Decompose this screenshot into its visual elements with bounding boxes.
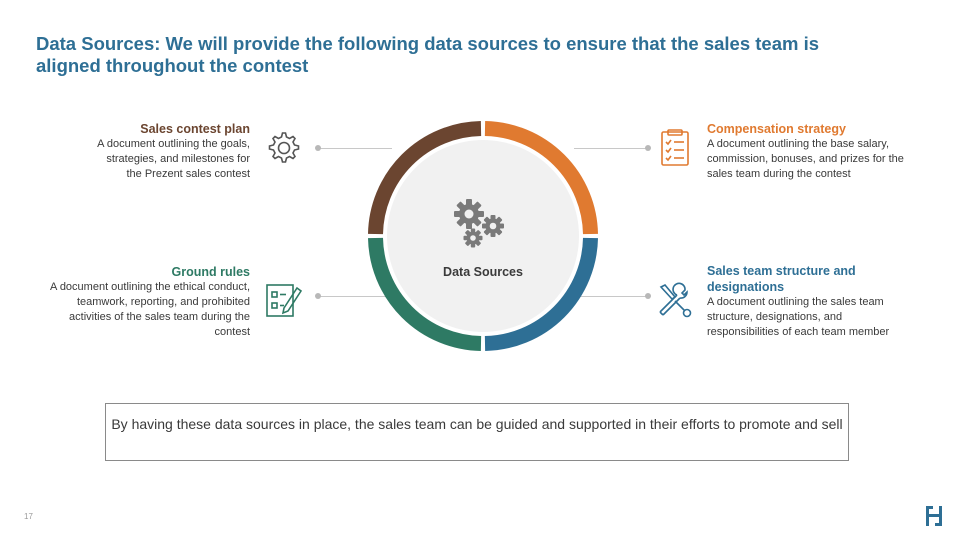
ring-segment-green (368, 237, 482, 351)
ring-segment-orange (484, 121, 598, 235)
data-sources-ring: Data Sources (368, 121, 598, 351)
ring-segment-brown (368, 121, 482, 235)
summary-text: By having these data sources in place, t… (111, 416, 843, 432)
sales-contest-plan-block: Sales contest plan A document outlining … (40, 121, 250, 182)
ground-rules-desc: A document outlining the ethical conduct… (50, 281, 250, 338)
sales-contest-plan-heading: Sales contest plan (140, 122, 250, 136)
checklist-icon (661, 129, 689, 166)
brand-logo (926, 506, 942, 526)
gears-icon (454, 199, 504, 248)
page-number: 17 (24, 512, 33, 521)
connector-bottom-right (574, 296, 648, 297)
compensation-strategy-block: Compensation strategy A document outlini… (707, 121, 932, 182)
connector-top-right (574, 148, 648, 149)
sales-team-structure-desc: A document outlining the sales team stru… (707, 296, 890, 338)
gear-icon (268, 132, 300, 163)
center-label: Data Sources (443, 265, 523, 279)
summary-box: By having these data sources in place, t… (105, 403, 849, 461)
connector-dot-bottom-right (645, 293, 651, 299)
tools-icon (659, 282, 692, 318)
connector-dot-top-left (315, 145, 321, 151)
form-pencil-icon (266, 284, 303, 317)
center-disc (387, 140, 579, 332)
ground-rules-heading: Ground rules (171, 265, 250, 279)
ring-segment-blue (484, 237, 598, 351)
connector-dot-bottom-left (315, 293, 321, 299)
page-title: Data Sources: We will provide the follow… (36, 33, 820, 76)
sales-contest-plan-desc: A document outlining the goals, strategi… (97, 138, 250, 180)
connector-bottom-left (318, 296, 392, 297)
sales-team-structure-heading: Sales team structure and designations (707, 264, 856, 294)
compensation-strategy-heading: Compensation strategy (707, 122, 846, 136)
ground-rules-block: Ground rules A document outlining the et… (40, 264, 250, 340)
sales-team-structure-block: Sales team structure and designations A … (707, 263, 927, 340)
connector-top-left (318, 148, 392, 149)
connector-dot-top-right (645, 145, 651, 151)
compensation-strategy-desc: A document outlining the base salary, co… (707, 138, 904, 180)
